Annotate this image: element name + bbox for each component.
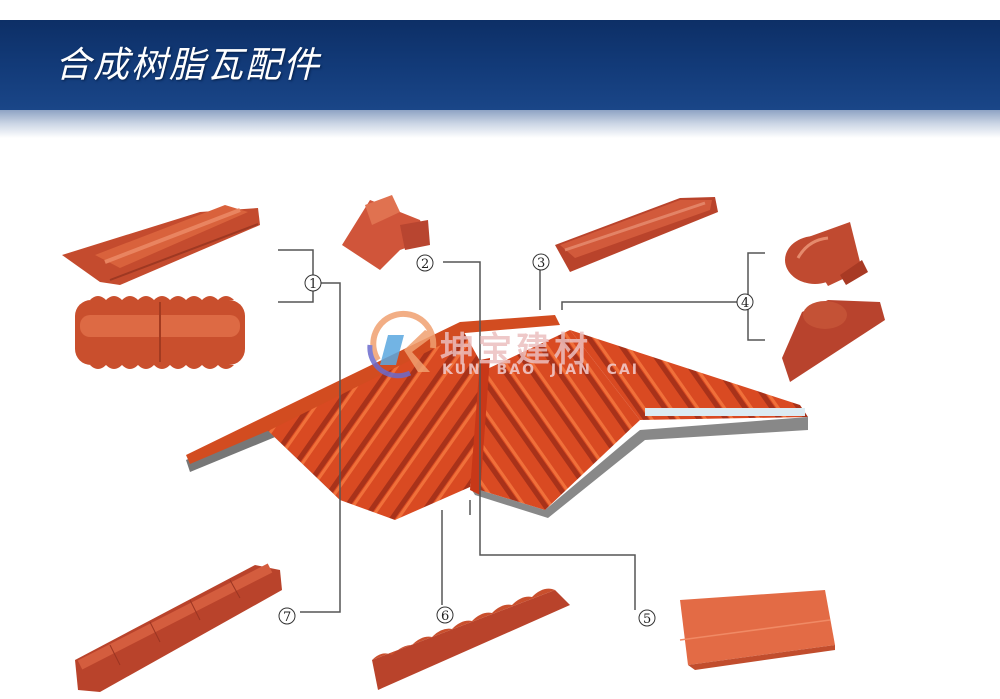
ridge-piece-7 (75, 563, 282, 692)
kb-logo-icon (367, 310, 437, 379)
end-cap-piece-4a (785, 222, 868, 286)
page-title: 合成树脂瓦配件 (55, 45, 322, 86)
label-7: 7 (278, 607, 296, 625)
roof-illustration (186, 315, 808, 520)
svg-text:7: 7 (283, 610, 291, 625)
label-2: 2 (416, 254, 434, 272)
svg-text:3: 3 (537, 256, 545, 271)
label-6: 6 (436, 606, 454, 624)
svg-text:5: 5 (643, 612, 651, 627)
ridge-piece-3 (555, 197, 718, 272)
header-shadow (0, 110, 1000, 138)
end-cap-piece-4b (782, 300, 885, 382)
three-way-ridge-piece-2 (342, 195, 430, 270)
svg-text:4: 4 (741, 296, 749, 311)
label-4: 4 (736, 293, 754, 311)
label-1: 1 (304, 274, 322, 292)
ridge-cap-piece-1b (75, 296, 245, 369)
svg-text:6: 6 (441, 609, 449, 624)
svg-text:2: 2 (421, 257, 429, 272)
ridge-tile-piece-1a (62, 205, 260, 285)
flashing-piece-5 (679, 590, 835, 670)
label-5: 5 (638, 609, 656, 627)
watermark-english: KUN BAO JIAN CAI (442, 362, 640, 378)
eave-piece-6 (372, 588, 570, 690)
svg-text:1: 1 (309, 277, 317, 292)
watermark-chinese: 坤宝建材 (440, 330, 592, 370)
label-3: 3 (532, 253, 550, 271)
header-banner (0, 20, 1000, 110)
